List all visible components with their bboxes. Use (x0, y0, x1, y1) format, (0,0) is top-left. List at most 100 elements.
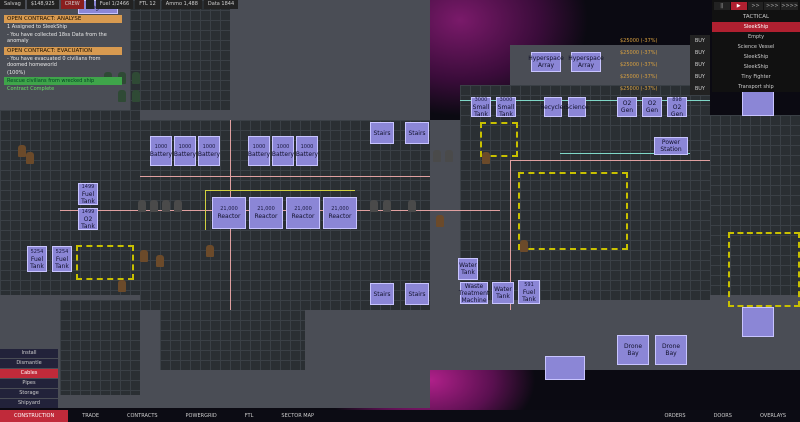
crew-member[interactable] (408, 200, 416, 212)
menu-dismantle[interactable]: Dismantle (0, 359, 58, 368)
drone-bay-1[interactable]: Drone Bay (617, 335, 649, 365)
water-tank-1[interactable]: Water Tank (458, 258, 478, 280)
contract-rescue-bar[interactable]: Rescue civilians from wrecked ship (4, 77, 122, 85)
tactical-item[interactable]: SleekShip (743, 64, 769, 70)
water-tank-2[interactable]: Water Tank (492, 282, 514, 304)
tactical-title: TACTICAL (742, 14, 770, 20)
crew-member[interactable] (520, 240, 528, 252)
battery-4-value: 1000 (252, 144, 266, 150)
menu-pipes[interactable]: Pipes (0, 379, 58, 388)
buy-button[interactable]: BUY (689, 47, 710, 59)
buy-button[interactable]: BUY (689, 83, 710, 95)
drone-bay-2[interactable]: Drone Bay (655, 335, 687, 365)
crew-member[interactable] (445, 150, 453, 162)
tab-overlays[interactable]: OVERLAYS (759, 413, 786, 419)
tactical-item[interactable]: Science Vessel (737, 44, 775, 50)
waste-treatment[interactable]: Waste Treatment Machine (459, 282, 489, 304)
speed-3-button[interactable]: >>> (764, 2, 781, 10)
crew-member[interactable] (162, 200, 170, 212)
hyperspace-array-2[interactable]: Hyperspace Array (568, 52, 604, 72)
crew-member[interactable] (436, 215, 444, 227)
tactical-item[interactable]: SleekShip (743, 54, 769, 60)
tab-sector-map[interactable]: SECTOR MAP (281, 413, 315, 419)
buy-button[interactable]: BUY (689, 35, 710, 47)
data-pipe-h2 (560, 153, 690, 154)
stairs-1[interactable]: Stairs (370, 122, 394, 144)
crew-member[interactable] (132, 72, 140, 84)
tab-contracts[interactable]: CONTRACTS (127, 413, 158, 419)
right-dock-top[interactable] (742, 90, 774, 116)
power-station-label: Power Station (660, 139, 682, 153)
crew-member[interactable] (18, 145, 26, 157)
tactical-item[interactable]: Tiny Fighter (741, 74, 771, 80)
speed-4-button[interactable]: >>>> (781, 2, 799, 10)
crew-member[interactable] (140, 250, 148, 262)
crew-member[interactable] (206, 245, 214, 257)
play-button[interactable]: ▶ (730, 2, 747, 10)
crew-member[interactable] (156, 255, 164, 267)
crew-member[interactable] (482, 152, 490, 164)
tab-construction[interactable]: CONSTRUCTION (0, 410, 69, 422)
tactical-item[interactable]: Empty (747, 34, 765, 40)
science-room[interactable]: Science (565, 97, 589, 117)
crew-member[interactable] (370, 200, 378, 212)
stairs-2[interactable]: Stairs (405, 122, 429, 144)
crew-member[interactable] (118, 72, 126, 84)
tactical-item[interactable]: Transport ship (738, 84, 774, 90)
hyperspace-array-1[interactable]: Hyperspace Array (528, 52, 564, 72)
o2-gen-1[interactable]: O2 Gen (617, 97, 637, 117)
crew-member[interactable] (138, 200, 146, 212)
tab-trade[interactable]: TRADE (82, 413, 99, 419)
stairs-4[interactable]: Stairs (405, 283, 429, 305)
tab-powergrid[interactable]: POWERGRID (185, 413, 217, 419)
recycler-room[interactable]: Recycler (540, 97, 566, 117)
menu-storage[interactable]: Storage (0, 389, 58, 398)
menu-install[interactable]: Install (0, 349, 58, 358)
offer-price: $25000 (-37%) (620, 50, 658, 56)
crew-member[interactable] (118, 280, 126, 292)
power-station[interactable]: Power Station (654, 137, 688, 155)
buy-button[interactable]: BUY (689, 59, 710, 71)
speed-2-button[interactable]: >> (747, 2, 764, 10)
menu-cables[interactable]: Cables (0, 369, 58, 378)
stairs-3[interactable]: Stairs (370, 283, 394, 305)
menu-shipyard[interactable]: Shipyard (0, 399, 58, 408)
tab-doors[interactable]: DOORS (713, 413, 732, 419)
crew-member[interactable] (118, 90, 126, 102)
tab-orders[interactable]: ORDERS (664, 413, 686, 419)
crew-member[interactable] (150, 200, 158, 212)
tab-ftl[interactable]: FTL (244, 413, 254, 419)
buy-button[interactable]: BUY (689, 71, 710, 83)
contract-analyse-header[interactable]: OPEN CONTRACT: ANALYSE (4, 15, 122, 23)
battery-6-label: Battery (295, 151, 319, 158)
pause-button[interactable]: || (714, 2, 730, 10)
shuttle-dock[interactable] (545, 356, 585, 380)
crew-member[interactable] (26, 152, 34, 164)
o2-gen-2[interactable]: O2 Gen (642, 97, 662, 117)
tactical-item[interactable]: SleekShip (712, 22, 800, 32)
crew-member[interactable] (433, 150, 441, 162)
right-dock-bottom[interactable] (742, 307, 774, 337)
crew-member[interactable] (132, 90, 140, 102)
crew-member[interactable] (383, 200, 391, 212)
crew-member[interactable] (174, 200, 182, 212)
contract-evac-header[interactable]: OPEN CONTRACT: EVACUATION (4, 47, 122, 55)
